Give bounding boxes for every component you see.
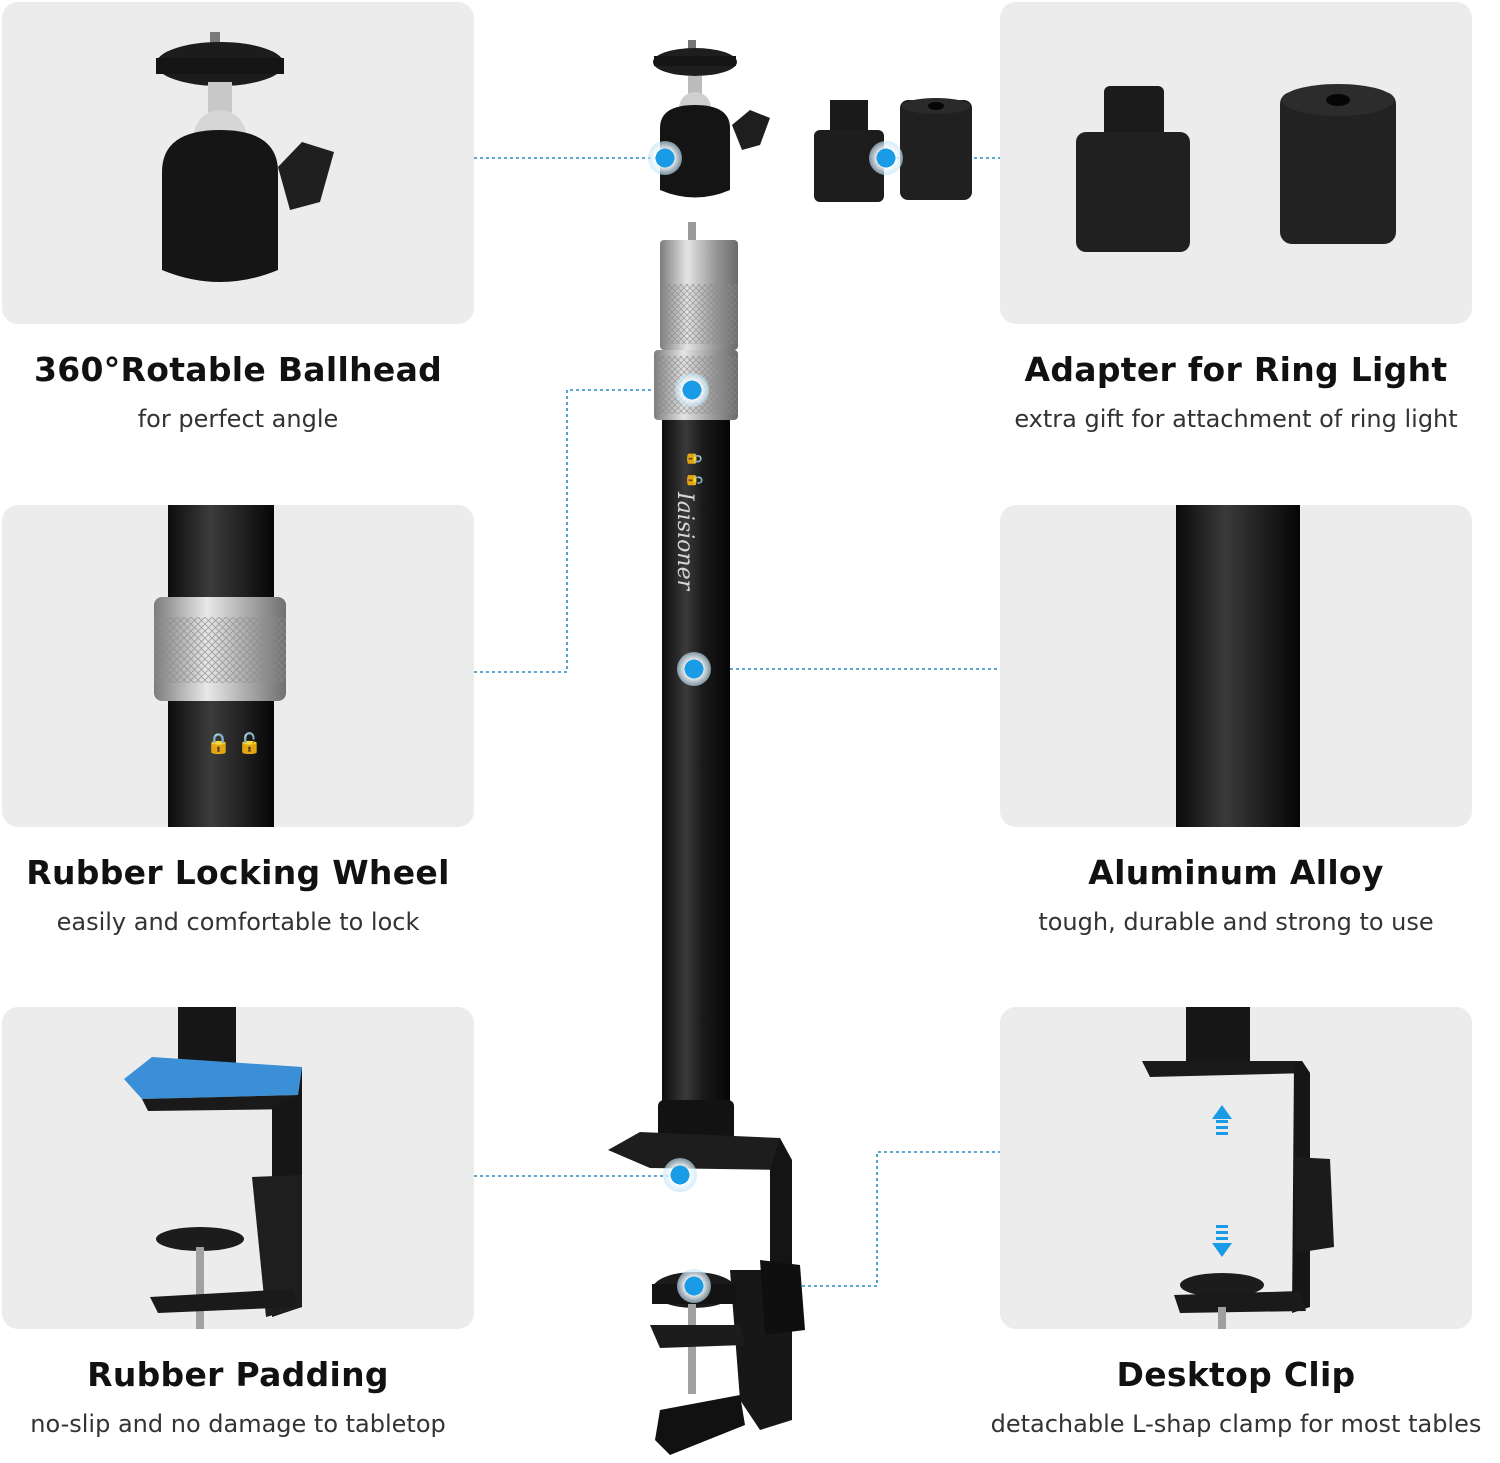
feature-title: 360°Rotable Ballhead xyxy=(33,350,443,389)
callout-dots xyxy=(648,141,903,1303)
svg-text:🔒 🔓: 🔒 🔓 xyxy=(686,450,703,489)
caption-locking-wheel: Rubber Locking Wheel easily and comforta… xyxy=(0,853,498,936)
down-arrow-icon xyxy=(1212,1225,1232,1257)
caption-padding: Rubber Padding no-slip and no damage to … xyxy=(0,1355,498,1438)
feature-subtitle: detachable L-shap clamp for most tables xyxy=(990,1410,1482,1438)
svg-text:🔒 🔓: 🔒 🔓 xyxy=(206,731,262,755)
svg-text:Iaisioner: Iaisioner xyxy=(672,491,697,592)
feature-subtitle: no-slip and no damage to tabletop xyxy=(30,1410,446,1438)
ballhead-image xyxy=(156,32,334,282)
ballhead-small-icon xyxy=(653,40,770,198)
up-arrow-icon xyxy=(1212,1105,1232,1135)
panel-padding xyxy=(2,1007,474,1329)
feature-title: Aluminum Alloy xyxy=(1088,853,1384,892)
locking-wheel-image: 🔒 🔓 xyxy=(154,505,286,827)
alloy-image xyxy=(1176,505,1300,827)
feature-subtitle: tough, durable and strong to use xyxy=(1038,908,1434,936)
clip-image xyxy=(1142,1007,1334,1329)
caption-adapter: Adapter for Ring Light extra gift for at… xyxy=(976,350,1496,433)
panel-clip xyxy=(1000,1007,1472,1329)
telescopic-pole: 🔒 🔓 Iaisioner xyxy=(608,222,805,1455)
panel-alloy xyxy=(1000,505,1472,827)
feature-subtitle: for perfect angle xyxy=(137,405,339,433)
caption-clip: Desktop Clip detachable L-shap clamp for… xyxy=(976,1355,1496,1438)
panel-ballhead xyxy=(2,2,474,324)
feature-subtitle: extra gift for attachment of ring light xyxy=(1014,405,1458,433)
feature-title: Rubber Padding xyxy=(87,1355,389,1394)
adapter-image xyxy=(1076,84,1396,252)
adapters-small-icon xyxy=(814,98,972,202)
feature-title: Rubber Locking Wheel xyxy=(26,853,450,892)
panel-adapter xyxy=(1000,2,1472,324)
feature-subtitle: easily and comfortable to lock xyxy=(56,908,420,936)
feature-title: Adapter for Ring Light xyxy=(1024,350,1448,389)
caption-alloy: Aluminum Alloy tough, durable and strong… xyxy=(976,853,1496,936)
caption-ballhead: 360°Rotable Ballhead for perfect angle xyxy=(0,350,498,433)
panel-locking-wheel: 🔒 🔓 xyxy=(2,505,474,827)
padding-image xyxy=(124,1007,302,1329)
feature-title: Desktop Clip xyxy=(1116,1355,1356,1394)
